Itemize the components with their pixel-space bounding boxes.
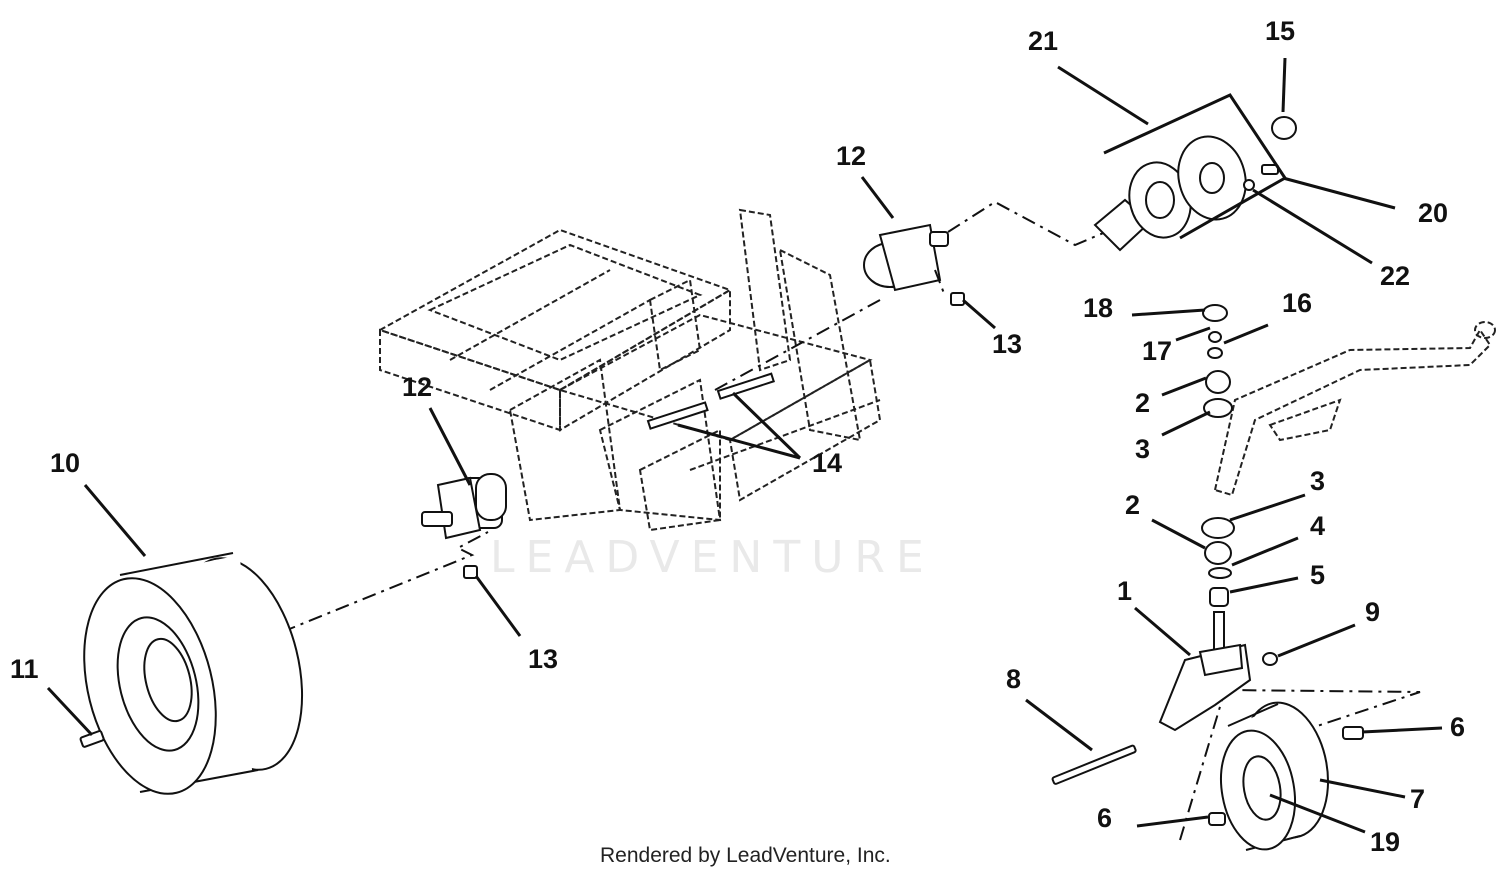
nut-13-upper [950, 292, 965, 306]
callout-10: 10 [50, 448, 80, 478]
callout-8: 8 [1006, 664, 1021, 694]
bearing-2-upper [1205, 370, 1231, 394]
callout-5: 5 [1310, 560, 1325, 590]
cap-18 [1202, 304, 1228, 322]
callout-1: 1 [1117, 576, 1132, 606]
callout-22: 22 [1380, 261, 1410, 291]
caster-wheel [1220, 701, 1330, 851]
wheel-motor-left [421, 473, 507, 540]
washer-22 [1243, 179, 1255, 191]
leader-lines [46, 57, 1443, 834]
assembly-line-motor-frame [714, 299, 881, 391]
callout-6-upper: 6 [1450, 712, 1465, 742]
callout-6-lower: 6 [1097, 803, 1112, 833]
race-3-lower [1201, 517, 1235, 539]
footer-credit: Rendered by LeadVenture, Inc. [600, 844, 891, 867]
assembly-line-rear-wheel [281, 531, 489, 633]
callout-2-lower: 2 [1125, 490, 1140, 520]
callout-3-upper: 3 [1135, 434, 1150, 464]
callout-9: 9 [1365, 597, 1380, 627]
callout-11: 11 [10, 654, 39, 684]
caster-spindle [1213, 611, 1225, 653]
callout-20: 20 [1418, 198, 1448, 228]
nut-9 [1262, 652, 1278, 666]
watermark-text: LEADVENTURE [490, 532, 935, 583]
callout-13-upper: 13 [992, 329, 1022, 359]
callout-16: 16 [1282, 288, 1312, 318]
callout-13-lower: 13 [528, 644, 558, 674]
assembly-line-nut-13-upper [934, 269, 946, 297]
spacer-5 [1209, 587, 1229, 607]
callout-15: 15 [1265, 16, 1295, 46]
callout-21: 21 [1028, 26, 1058, 56]
race-3-upper [1203, 398, 1233, 418]
callout-17: 17 [1142, 336, 1172, 366]
assembly-line-caster [1179, 688, 1421, 841]
bearing-2-lower [1204, 541, 1232, 565]
washer-4 [1208, 567, 1232, 579]
caster-arm [1213, 321, 1496, 497]
callout-19: 19 [1370, 827, 1400, 857]
caster-fork [1158, 643, 1252, 732]
washer-16 [1207, 347, 1223, 359]
spacer-6-lower [1208, 812, 1226, 826]
wheel-motor-right [863, 223, 949, 292]
assembly-line-pulley [947, 200, 1116, 247]
callout-12-lower: 12 [402, 372, 432, 402]
bolt-8 [1051, 744, 1137, 785]
nut-13-lower [463, 565, 478, 579]
callout-7: 7 [1410, 784, 1425, 814]
callouts: 21 15 20 22 12 13 18 16 17 2 3 12 14 10 … [10, 16, 1465, 857]
nut-17 [1208, 331, 1222, 343]
callout-14: 14 [812, 448, 842, 478]
callout-2-upper: 2 [1135, 388, 1150, 418]
bolts-14 [646, 372, 775, 430]
pulley-assembly [1093, 116, 1297, 252]
callout-12-upper: 12 [836, 141, 866, 171]
callout-4: 4 [1310, 511, 1325, 541]
nut-15 [1271, 116, 1297, 140]
rear-wheel [83, 552, 304, 795]
caster-stack [1201, 304, 1235, 653]
callout-3-lower: 3 [1310, 466, 1325, 496]
frame-chassis [377, 208, 882, 532]
callout-18: 18 [1083, 293, 1113, 323]
spacer-6-upper [1342, 726, 1364, 740]
